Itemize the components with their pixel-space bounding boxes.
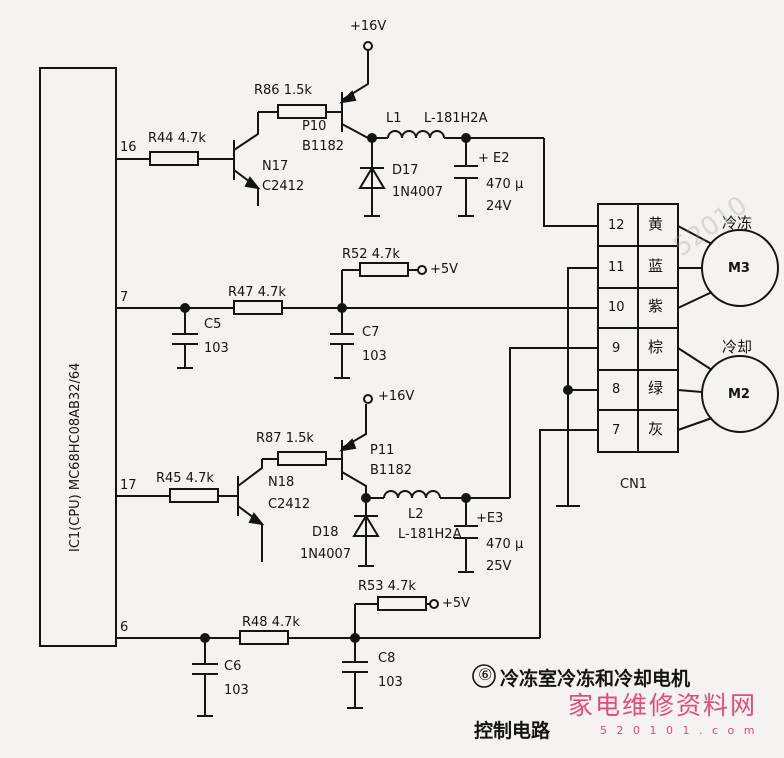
p10-label: P10 xyxy=(302,119,327,134)
e3-voltage: 25V xyxy=(486,559,512,574)
cn1-pin-10: 10 xyxy=(608,300,625,315)
cn1-pin-8: 8 xyxy=(612,382,621,397)
r48-label: R48 4.7k xyxy=(242,615,300,630)
r87-label: R87 1.5k xyxy=(256,431,314,446)
r45-label: R45 4.7k xyxy=(156,471,214,486)
c7-value: 103 xyxy=(362,349,387,364)
motor-m2-label: M2 xyxy=(728,387,750,402)
power-16v-top: +16V xyxy=(350,19,387,34)
c7-label: C7 xyxy=(362,325,380,340)
n18-label: N18 xyxy=(268,475,295,490)
e2-value: 470 µ xyxy=(486,177,524,192)
ic-label: IC1(CPU) MC68HC08AB32/64 xyxy=(68,362,83,552)
p11-label: P11 xyxy=(370,443,395,458)
l2-label: L2 xyxy=(408,507,424,522)
n17-part: C2412 xyxy=(262,179,305,194)
l1-label: L1 xyxy=(386,111,402,126)
e3-label: +E3 xyxy=(476,511,504,526)
e2-label: + E2 xyxy=(478,151,510,166)
e3-value: 470 µ xyxy=(486,537,524,552)
r52-label: R52 4.7k xyxy=(342,247,400,262)
cn1-pin-7: 7 xyxy=(612,423,621,438)
ic-body xyxy=(39,67,117,647)
r47-label: R47 4.7k xyxy=(228,285,286,300)
caption-line2: 控制电路 xyxy=(474,720,551,742)
cn1-wire-7: 灰 xyxy=(648,420,664,438)
caption-number: ⑥ xyxy=(478,665,493,684)
power-16v-bottom: +16V xyxy=(378,389,415,404)
cn1-pin-9: 9 xyxy=(612,341,621,356)
motor-m3-label: M3 xyxy=(728,261,750,276)
watermark-site: 家电维修资料网 xyxy=(568,691,758,720)
c8-value: 103 xyxy=(378,675,403,690)
c6-label: C6 xyxy=(224,659,242,674)
caption-line1: 冷冻室冷冻和冷却电机 xyxy=(500,668,691,690)
d17-part: 1N4007 xyxy=(392,185,444,200)
motor-m2-caption: 冷却 xyxy=(722,338,753,356)
watermark-url: 5 2 0 1 0 1 . c o m xyxy=(600,724,758,737)
r53-label: R53 4.7k xyxy=(358,579,416,594)
p11-part: B1182 xyxy=(370,463,413,478)
cn1-wire-10: 紫 xyxy=(648,297,664,315)
e2-voltage: 24V xyxy=(486,199,512,214)
c8-label: C8 xyxy=(378,651,396,666)
cn1-wire-9: 棕 xyxy=(648,338,664,356)
cn1-wire-11: 蓝 xyxy=(648,257,664,275)
l1-part: L-181H2A xyxy=(424,111,488,126)
c5-value: 103 xyxy=(204,341,229,356)
power-5v-top: +5V xyxy=(430,262,459,277)
pin-7: 7 xyxy=(120,290,129,305)
cn1-label: CN1 xyxy=(620,477,648,492)
n17-label: N17 xyxy=(262,159,289,174)
c6-value: 103 xyxy=(224,683,249,698)
cn1-pin-11: 11 xyxy=(608,260,625,275)
n18-part: C2412 xyxy=(268,497,311,512)
motor-m3-caption: 冷冻 xyxy=(722,214,753,232)
r44-label: R44 4.7k xyxy=(148,131,206,146)
c5-label: C5 xyxy=(204,317,222,332)
pin-6: 6 xyxy=(120,620,129,635)
cn1-wire-8: 绿 xyxy=(648,379,664,397)
pin-17: 17 xyxy=(120,478,137,493)
pin-16: 16 xyxy=(120,140,137,155)
cn1-wire-12: 黄 xyxy=(648,215,664,233)
p10-part: B1182 xyxy=(302,139,345,154)
r86-label: R86 1.5k xyxy=(254,83,312,98)
power-5v-bottom: +5V xyxy=(442,596,471,611)
cn1-pin-12: 12 xyxy=(608,218,625,233)
d18-part: 1N4007 xyxy=(300,547,352,562)
d18-label: D18 xyxy=(312,525,339,540)
d17-label: D17 xyxy=(392,163,419,178)
l2-part: L-181H2A xyxy=(398,527,462,542)
